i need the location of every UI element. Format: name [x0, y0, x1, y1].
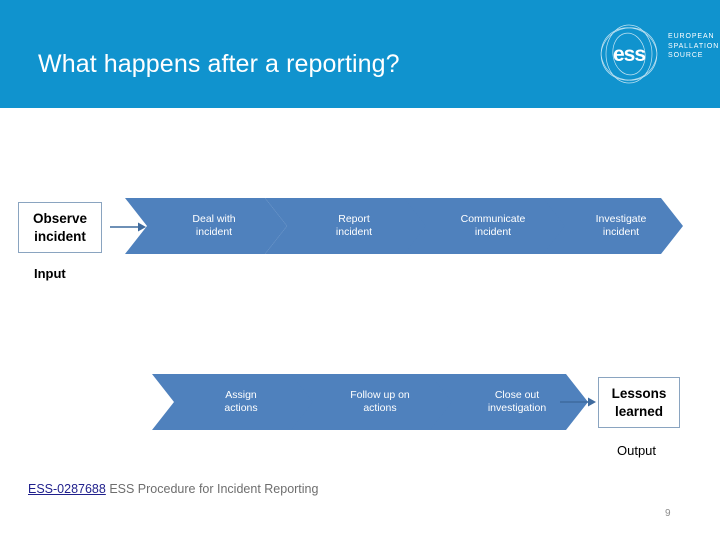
arrow-right-icon-input	[110, 222, 146, 232]
process-step-follow-up-on-actions[interactable]: Follow up on actions	[291, 374, 453, 430]
process-step-line-2: incident	[195, 226, 233, 238]
process-step-line-1: Deal with	[192, 213, 236, 225]
process-step-communicate-incident[interactable]: Communicate incident	[404, 198, 566, 254]
process-step-line-1: Follow up on	[350, 389, 410, 401]
process-step-line-2: incident	[602, 226, 640, 238]
output-node-line-2: learned	[614, 403, 664, 419]
ess-logo: ess EUROPEAN SPALLATION SOURCE	[596, 20, 718, 88]
process-row-top: Deal with incident Report incident Commu…	[125, 198, 683, 254]
ess-wordmark: EUROPEAN SPALLATION SOURCE	[668, 32, 719, 61]
process-step-line-1: Communicate	[460, 213, 526, 225]
process-step-line-2: incident	[335, 226, 373, 238]
ess-wordmark-line-3: SOURCE	[668, 52, 704, 59]
process-step-line-1: Assign	[225, 389, 257, 401]
process-step-line-2: actions	[363, 402, 397, 414]
document-title: ESS Procedure for Incident Reporting	[105, 482, 319, 496]
process-step-deal-with-incident[interactable]: Deal with incident	[125, 198, 287, 254]
process-step-assign-actions[interactable]: Assign actions	[152, 374, 314, 430]
page-title: What happens after a reporting?	[38, 50, 400, 78]
process-step-line-1: Investigate	[595, 213, 647, 225]
ess-logo-mark: ess	[600, 24, 658, 84]
process-step-line-1: Report	[338, 213, 370, 225]
input-node-line-2: incident	[34, 228, 86, 244]
output-node-lessons-learned: Lessons learned	[598, 377, 680, 428]
svg-text:ess: ess	[613, 43, 645, 66]
process-step-investigate-incident[interactable]: Investigate incident	[543, 198, 683, 254]
input-label: Input	[34, 266, 66, 281]
ess-wordmark-line-2: SPALLATION	[668, 42, 720, 50]
document-id-link[interactable]: ESS-0287688	[28, 482, 106, 496]
input-node-line-1: Observe	[32, 210, 88, 226]
output-node-line-1: Lessons	[611, 385, 667, 401]
process-step-close-out-investigation[interactable]: Close out investigation	[430, 374, 588, 430]
footer: ESS-0287688 ESS Procedure for Incident R…	[28, 481, 318, 497]
process-row-bottom: Assign actions Follow up on actions Clos…	[152, 374, 588, 430]
ess-wordmark-line-1: EUROPEAN	[668, 33, 715, 40]
process-step-line-2: actions	[224, 402, 258, 414]
arrow-right-icon-output	[560, 397, 596, 407]
process-step-line-2: incident	[474, 226, 512, 238]
process-step-line-2: investigation	[487, 402, 547, 414]
input-node-observe-incident: Observe incident	[18, 202, 102, 253]
page-number: 9	[665, 508, 671, 519]
process-step-report-incident[interactable]: Report incident	[265, 198, 427, 254]
process-step-line-1: Close out	[494, 389, 540, 401]
header-bar	[0, 0, 720, 108]
output-label: Output	[617, 443, 657, 458]
